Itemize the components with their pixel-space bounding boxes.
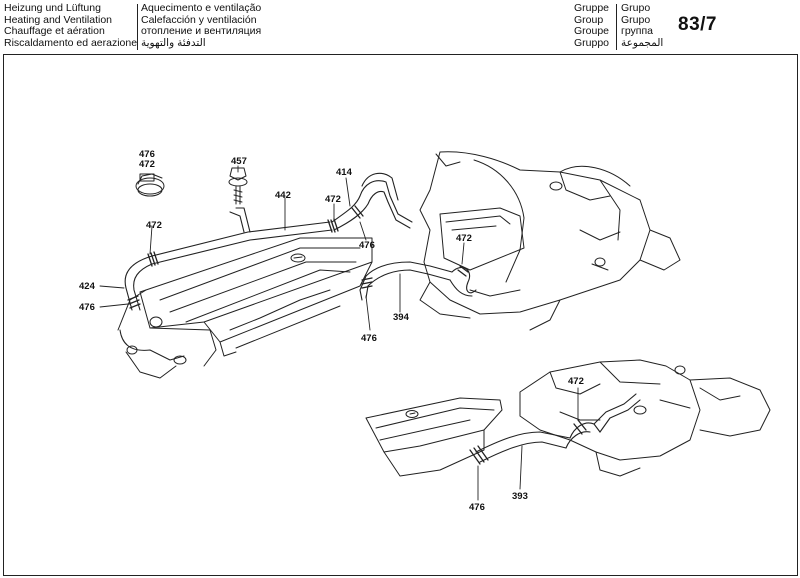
engine-cover-upper	[117, 237, 373, 379]
title-es: Calefacción y ventilación	[141, 13, 257, 26]
engine-cover-lower	[365, 397, 503, 477]
title-it: Riscaldamento ed aerazione	[4, 36, 138, 49]
part-number-labels: 476 472 457 442 414 472 476 472 424 476 …	[79, 149, 584, 513]
clamp-rings	[127, 205, 469, 309]
title-ar: التدفئة والتهوية	[141, 36, 206, 49]
label-472-engine: 472	[456, 233, 472, 244]
label-476-left: 476	[79, 302, 95, 313]
label-472-a: 472	[325, 194, 341, 205]
label-472-left: 472	[146, 220, 162, 231]
bolt-part	[228, 167, 248, 205]
label-476-a: 476	[359, 240, 375, 251]
group-de: Gruppe	[574, 2, 610, 14]
leader-lines	[99, 165, 579, 501]
heater-hoses-upper	[124, 172, 477, 311]
group-block-left: Gruppe Group Groupe Gruppo	[574, 2, 610, 49]
label-457: 457	[231, 156, 247, 167]
diagram-frame	[3, 54, 798, 576]
label-476-b: 476	[361, 333, 377, 344]
label-476-lower: 476	[469, 502, 485, 513]
label-442: 442	[275, 190, 291, 201]
label-393: 393	[512, 491, 528, 502]
group-en: Group	[574, 13, 604, 26]
group-ru: группа	[621, 25, 654, 38]
label-424: 424	[79, 281, 96, 292]
title-block-left: Heizung und Lüftung Heating and Ventilat…	[4, 2, 138, 49]
group-it: Gruppo	[574, 36, 610, 49]
page-header: Heizung und Lüftung Heating and Ventilat…	[0, 0, 800, 52]
group-block-right: Grupo Grupo группа المجموعة	[621, 2, 664, 49]
group-es: Grupo	[621, 13, 651, 26]
label-472-lower: 472	[568, 376, 584, 387]
title-fr: Chauffage et aération	[4, 25, 105, 38]
title-en: Heating and Ventilation	[4, 13, 112, 26]
group-ar: المجموعة	[621, 36, 664, 49]
hose-clamp-part	[135, 173, 165, 197]
label-476-top: 476	[139, 149, 155, 160]
title-pt: Aquecimento e ventilação	[141, 2, 262, 14]
title-ru: отопление и вентиляция	[141, 25, 262, 38]
label-472-top: 472	[139, 159, 155, 170]
clamp-rings-lower	[469, 419, 587, 465]
group-divider	[616, 4, 617, 50]
transmission-lower	[519, 359, 771, 477]
group-pt: Grupo	[621, 2, 651, 14]
title-de: Heizung und Lüftung	[4, 2, 101, 14]
group-fr: Groupe	[574, 25, 610, 38]
header-divider	[137, 4, 138, 50]
title-block-right: Aquecimento e ventilação Calefacción y v…	[141, 2, 262, 49]
label-394: 394	[393, 312, 410, 323]
transmission-upper	[419, 151, 681, 331]
page-number: 83/7	[678, 14, 717, 35]
label-414: 414	[336, 167, 353, 178]
